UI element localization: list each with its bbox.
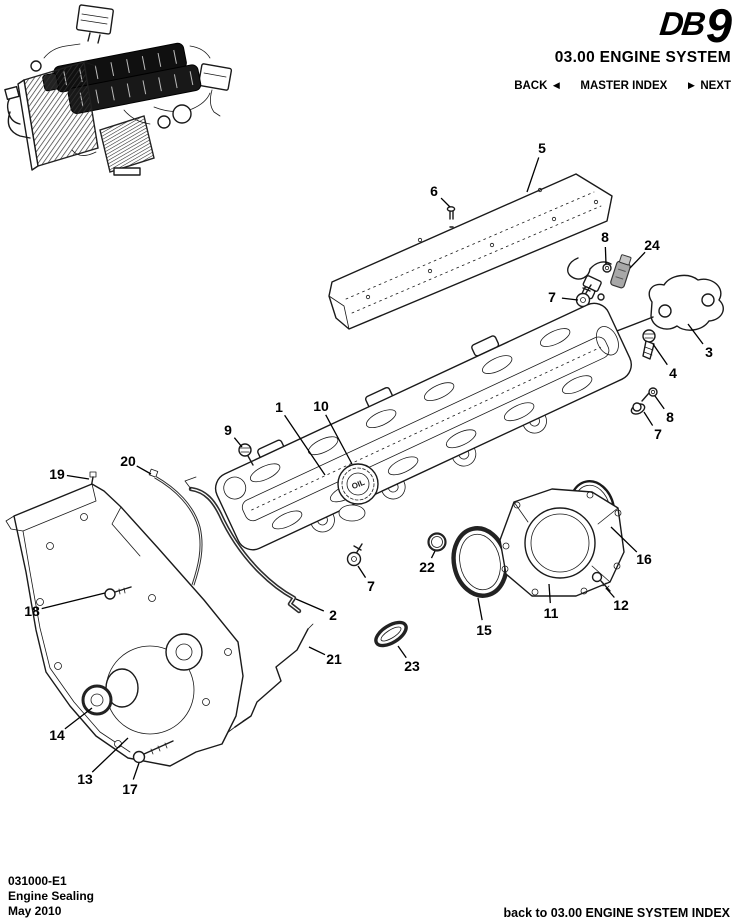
part-1-cam-cover bbox=[214, 302, 632, 551]
leader-line bbox=[325, 414, 353, 465]
leader-line bbox=[397, 645, 407, 659]
part-23-gasket-oval bbox=[374, 620, 408, 648]
leader-line bbox=[233, 437, 243, 448]
thumbnail-hoses bbox=[4, 43, 211, 139]
part-4-bolt bbox=[642, 329, 656, 360]
nav-next-link[interactable]: NEXT bbox=[700, 80, 731, 92]
next-arrow-icon[interactable]: ► bbox=[685, 80, 698, 92]
doc-title: Engine Sealing bbox=[8, 889, 95, 903]
back-to-index-link[interactable]: back to 03.00 ENGINE SYSTEM INDEX bbox=[503, 906, 730, 920]
part-8-sensor-assembly bbox=[567, 257, 612, 301]
nav-master-index-link[interactable]: MASTER INDEX bbox=[580, 80, 668, 92]
leader-line bbox=[526, 157, 540, 193]
part-6-screw bbox=[446, 206, 456, 228]
leader-lines bbox=[41, 157, 704, 780]
leader-line bbox=[295, 598, 325, 612]
leader-line bbox=[357, 565, 367, 578]
part-2-gasket bbox=[184, 476, 302, 614]
leader-line bbox=[91, 737, 129, 773]
leader-line bbox=[430, 550, 436, 559]
leader-line bbox=[643, 411, 654, 426]
page-header: DB9 03.00 ENGINE SYSTEM BACK ◄ MASTER IN… bbox=[514, 0, 732, 92]
leader-line bbox=[654, 395, 665, 410]
thumbnail-radiator bbox=[17, 61, 99, 171]
part-7-grommet-cover bbox=[346, 543, 363, 567]
part-20-tube bbox=[148, 468, 203, 586]
part-5-cover-panel bbox=[328, 173, 613, 330]
leader-line bbox=[477, 597, 483, 621]
part-12-bolt bbox=[591, 571, 611, 592]
leader-line bbox=[308, 646, 326, 656]
nav-bar: BACK ◄ MASTER INDEX ► NEXT bbox=[514, 80, 731, 92]
part-11-seal-housing bbox=[499, 488, 625, 597]
leader-line bbox=[64, 707, 93, 730]
doc-code: 031000-E1 bbox=[8, 874, 67, 888]
leader-line bbox=[136, 465, 152, 475]
part-9-bolt bbox=[238, 443, 254, 466]
section-title: 03.00 ENGINE SYSTEM bbox=[554, 49, 731, 66]
back-arrow-icon[interactable]: ◄ bbox=[550, 80, 563, 92]
doc-date: May 2010 bbox=[8, 904, 62, 918]
thumbnail-intercooler bbox=[71, 115, 155, 176]
part-24-connector bbox=[610, 254, 632, 289]
nav-back-link[interactable]: BACK bbox=[514, 80, 548, 92]
leader-line bbox=[66, 474, 90, 480]
leader-line bbox=[284, 414, 326, 476]
engine-overview-thumbnail bbox=[4, 4, 233, 176]
leader-line bbox=[687, 323, 704, 345]
part-22-oring-small bbox=[427, 532, 447, 552]
thumbnail-ecu-modules bbox=[75, 4, 233, 117]
part-3-bracket bbox=[648, 274, 724, 331]
db9-logo: DB9 bbox=[514, 0, 732, 52]
leader-line bbox=[440, 197, 451, 208]
part-10-oil-cap: OIL bbox=[337, 463, 379, 522]
leader-line bbox=[604, 246, 607, 265]
leader-line bbox=[548, 583, 551, 604]
leader-line bbox=[652, 343, 668, 366]
part-8-nut-right bbox=[648, 387, 658, 397]
part-17-bolt-long bbox=[132, 740, 174, 764]
logo-9-text: 9 bbox=[705, 0, 732, 52]
leader-line bbox=[605, 587, 615, 598]
leader-line bbox=[610, 526, 638, 553]
leader-line bbox=[41, 592, 106, 610]
part-18-bolt bbox=[104, 586, 132, 600]
part-7-grommet-right bbox=[630, 392, 650, 415]
leader-line bbox=[132, 762, 140, 780]
part-13-timing-cover bbox=[5, 483, 244, 767]
leader-line bbox=[629, 251, 646, 269]
leader-line bbox=[561, 297, 579, 301]
part-14-crank-seal bbox=[81, 684, 113, 716]
